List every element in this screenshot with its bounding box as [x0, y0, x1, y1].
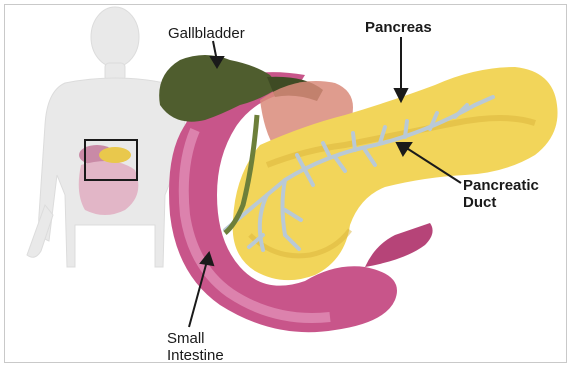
gallbladder-label: Gallbladder	[168, 25, 245, 42]
pancreatic-duct-label-line1: Pancreatic	[463, 177, 539, 194]
small-intestine-label: Small Intestine	[167, 330, 224, 363]
pancreatic-duct-label-line2: Duct	[463, 194, 539, 211]
small-intestine-label-line2: Intestine	[167, 347, 224, 363]
small-intestine-label-line1: Small	[167, 330, 224, 347]
pancreatic-duct-label: Pancreatic Duct	[463, 177, 539, 211]
pancreas-label: Pancreas	[365, 19, 432, 36]
anatomy-diagram: Gallbladder Pancreas Pancreatic Duct Sma…	[4, 4, 567, 363]
